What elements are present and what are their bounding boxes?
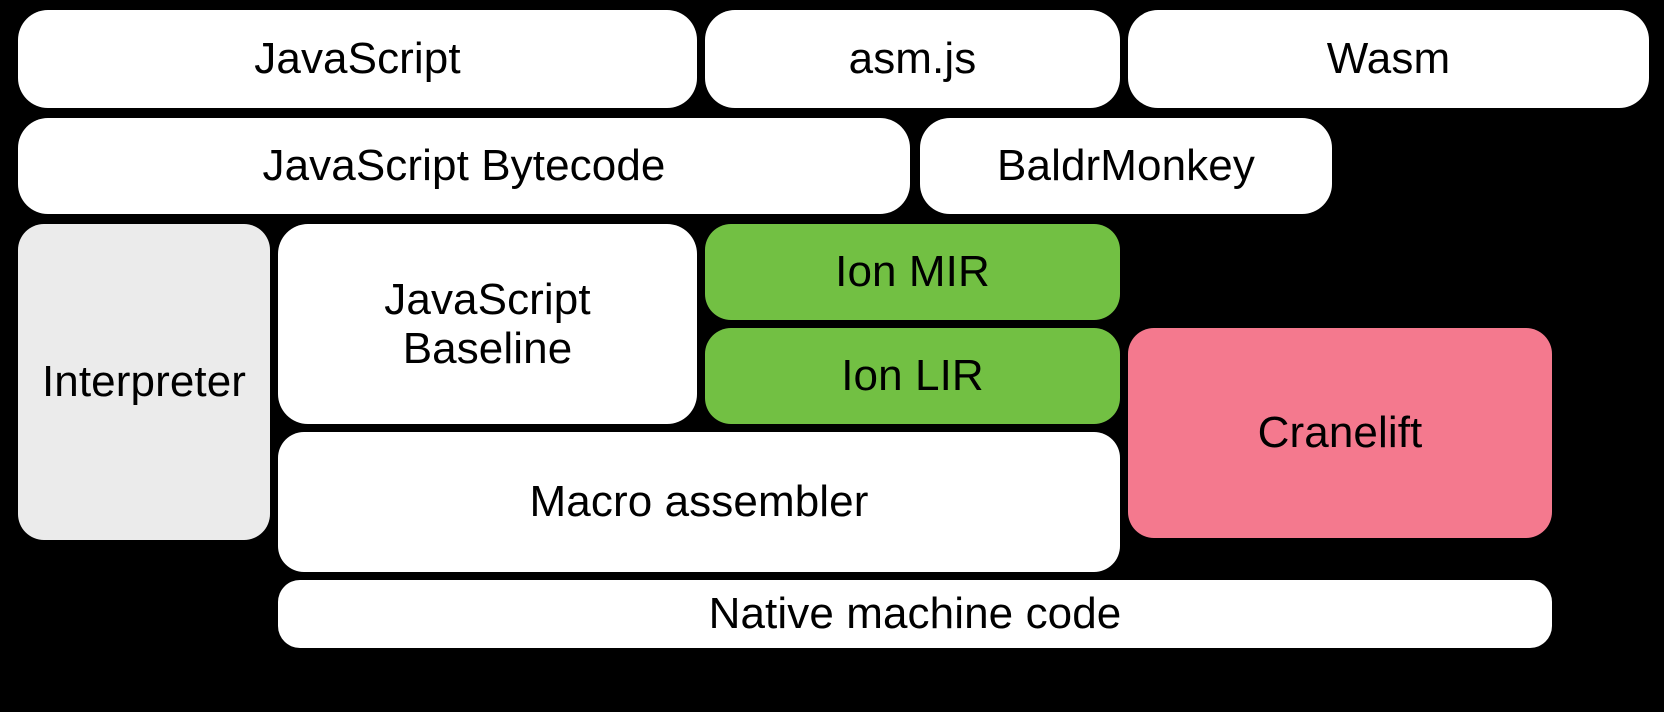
node-javascript-bytecode[interactable]: JavaScript Bytecode <box>18 118 910 214</box>
node-cranelift[interactable]: Cranelift <box>1128 328 1552 538</box>
node-label-baldrmonkey: BaldrMonkey <box>997 141 1255 191</box>
node-label-javascript-bytecode: JavaScript Bytecode <box>262 141 666 191</box>
node-label-ion-mir: Ion MIR <box>835 247 990 297</box>
node-label-wasm: Wasm <box>1326 34 1451 84</box>
node-baldrmonkey[interactable]: BaldrMonkey <box>920 118 1332 214</box>
node-label-interpreter: Interpreter <box>41 357 247 407</box>
node-label-native-machine-code: Native machine code <box>708 589 1122 639</box>
node-ion-lir[interactable]: Ion LIR <box>705 328 1120 424</box>
node-label-ion-lir: Ion LIR <box>841 351 984 401</box>
node-ion-mir[interactable]: Ion MIR <box>705 224 1120 320</box>
node-macro-assembler[interactable]: Macro assembler <box>278 432 1120 572</box>
node-native-machine-code[interactable]: Native machine code <box>278 580 1552 648</box>
node-label-asmjs: asm.js <box>848 34 977 84</box>
node-interpreter[interactable]: Interpreter <box>18 224 270 540</box>
node-label-macro-assembler: Macro assembler <box>529 477 869 527</box>
node-label-javascript: JavaScript <box>254 34 461 84</box>
node-wasm[interactable]: Wasm <box>1128 10 1649 108</box>
node-javascript-baseline[interactable]: JavaScript Baseline <box>278 224 697 424</box>
node-label-cranelift: Cranelift <box>1257 408 1423 458</box>
node-asmjs[interactable]: asm.js <box>705 10 1120 108</box>
node-javascript[interactable]: JavaScript <box>18 10 697 108</box>
node-label-javascript-baseline: JavaScript Baseline <box>384 274 591 373</box>
